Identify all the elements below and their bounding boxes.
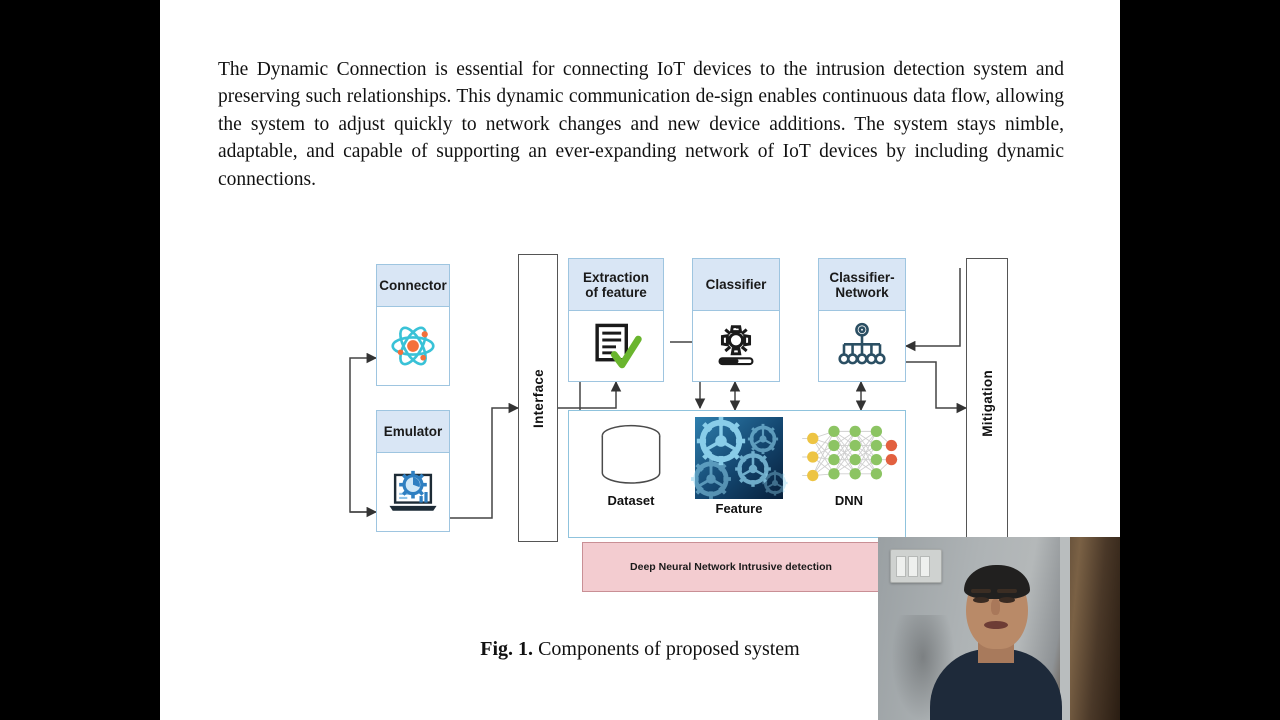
blue-gears-image bbox=[695, 417, 790, 499]
item-dataset-label: Dataset bbox=[607, 493, 655, 508]
item-dnn-label: DNN bbox=[834, 493, 864, 508]
webcam-light-switch-panel bbox=[890, 549, 942, 583]
webcam-person-brow-right bbox=[997, 589, 1017, 593]
webcam-person-eye-left bbox=[973, 597, 989, 603]
network-hierarchy-icon bbox=[819, 311, 905, 381]
laptop-analytics-icon-svg bbox=[389, 470, 437, 511]
gear-slider-icon-svg bbox=[718, 325, 754, 366]
atom-icon-svg bbox=[391, 326, 435, 366]
webcam-person-nose bbox=[991, 599, 1000, 615]
webcam-person-mouth bbox=[984, 621, 1008, 629]
body-paragraph: The Dynamic Connection is essential for … bbox=[218, 58, 1064, 190]
card-connector[interactable]: Connector bbox=[376, 264, 450, 386]
network-hierarchy-icon-svg bbox=[838, 322, 886, 365]
laptop-analytics-icon bbox=[377, 453, 449, 531]
card-classifier-title: Classifier bbox=[693, 259, 779, 311]
item-feature-label: Feature bbox=[715, 501, 763, 516]
webcam-person-hair bbox=[964, 565, 1030, 599]
card-classifier-network[interactable]: Classifier- Network bbox=[818, 258, 906, 382]
presenter-webcam[interactable] bbox=[878, 537, 1120, 720]
atom-icon bbox=[377, 307, 449, 385]
webcam-person-eye-right bbox=[999, 597, 1015, 603]
card-emulator-title: Emulator bbox=[377, 411, 449, 453]
figure-caption-label: Fig. 1. bbox=[480, 638, 534, 660]
card-classifier-network-title: Classifier- Network bbox=[819, 259, 905, 311]
card-connector-title: Connector bbox=[377, 265, 449, 307]
figure-caption: Fig. 1. Components of proposed system bbox=[160, 638, 1120, 661]
card-classifier[interactable]: Classifier bbox=[692, 258, 780, 382]
banner-deep-neural-network-intrusive-detection: Deep Neural Network Intrusive detection bbox=[582, 542, 880, 592]
vbox-interface[interactable]: Interface bbox=[518, 254, 558, 542]
card-emulator[interactable]: Emulator bbox=[376, 410, 450, 532]
database-cylinder-icon bbox=[601, 424, 661, 484]
item-feature[interactable]: Feature bbox=[687, 417, 791, 531]
container-detection-pipeline: Dataset bbox=[568, 410, 906, 538]
webcam-door bbox=[1062, 537, 1120, 720]
presentation-slide: The Dynamic Connection is essential for … bbox=[160, 0, 1120, 720]
card-extraction-title: Extraction of feature bbox=[569, 259, 663, 311]
letterbox-bar-left bbox=[0, 0, 160, 720]
vbox-mitigation-label: Mitigation bbox=[979, 369, 995, 437]
gear-slider-icon bbox=[693, 311, 779, 381]
figure-components-of-proposed-system: Connector bbox=[340, 250, 1040, 605]
item-dataset[interactable]: Dataset bbox=[583, 419, 679, 529]
letterbox-bar-right bbox=[1120, 0, 1280, 720]
webcam-person-brow-left bbox=[971, 589, 991, 593]
connector-lines bbox=[349, 268, 968, 519]
banner-label: Deep Neural Network Intrusive detection bbox=[630, 561, 832, 573]
card-extraction-of-feature[interactable]: Extraction of feature bbox=[568, 258, 664, 382]
figure-caption-text: Components of proposed system bbox=[538, 638, 800, 660]
item-dnn[interactable]: DNN bbox=[797, 419, 901, 531]
vbox-mitigation[interactable]: Mitigation bbox=[966, 258, 1008, 548]
neural-network-icon bbox=[802, 425, 898, 482]
document-check-icon-svg bbox=[595, 323, 642, 369]
document-check-icon bbox=[569, 311, 663, 381]
vbox-interface-label: Interface bbox=[530, 368, 546, 428]
webcam-door-frame bbox=[1060, 537, 1070, 720]
